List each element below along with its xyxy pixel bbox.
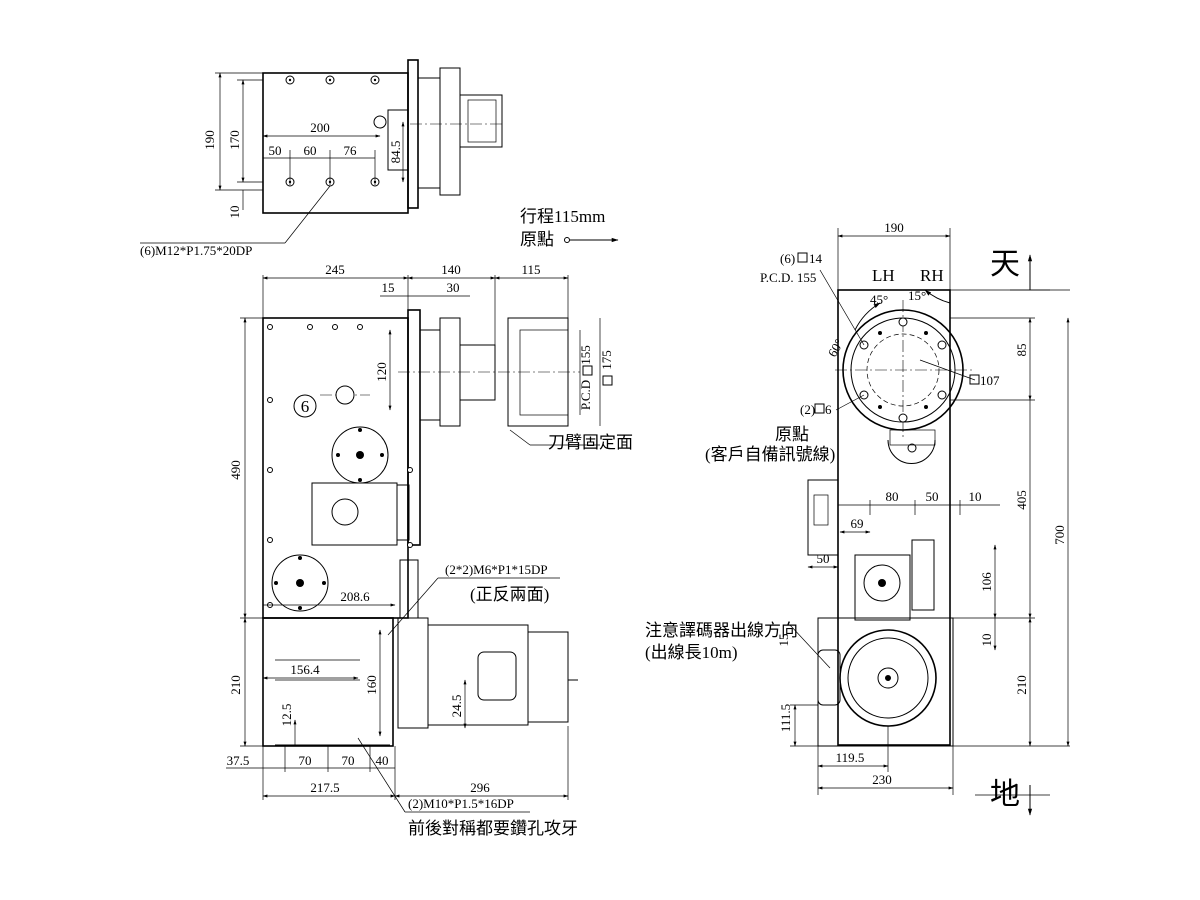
dim-69: 69 (851, 516, 864, 531)
holes-14-count: (6) (780, 251, 795, 266)
origin-label: 原點 (775, 425, 809, 444)
lh-label: LH (872, 266, 895, 285)
dim-155: 155 (578, 345, 593, 365)
dim-245: 245 (325, 262, 345, 277)
angle-45: 45° (870, 292, 888, 307)
dim-80: 80 (886, 489, 899, 504)
dim-15: 15 (382, 280, 395, 295)
dim-190: 190 (884, 220, 904, 235)
dim-10-side: 10 (979, 634, 994, 647)
drill-note: 前後對稱都要鑽孔攻牙 (408, 819, 578, 838)
dim-60: 60 (304, 143, 317, 158)
heaven-label: 天 (990, 248, 1020, 281)
dim-50-side: 50 (817, 551, 830, 566)
dim-50-top: 50 (926, 489, 939, 504)
customer-line: (客戶自備訊號線) (705, 445, 835, 464)
dim-160: 160 (364, 675, 379, 695)
dim-10-top: 10 (969, 489, 982, 504)
dim-70-a: 70 (299, 753, 312, 768)
dim-490: 490 (228, 460, 243, 480)
cable-length: (出線長10m) (645, 643, 738, 662)
dim-190: 190 (202, 130, 217, 150)
dim-24-5: 24.5 (449, 695, 464, 718)
holes-14-size: 14 (809, 251, 823, 266)
dim-296: 296 (470, 780, 490, 795)
front-view: 6 245 140 115 (226, 262, 633, 838)
travel-text: 行程115mm (520, 207, 605, 226)
origin-text: 原點 (520, 230, 554, 249)
sq-107: 107 (980, 373, 1000, 388)
dim-210-side: 210 (1014, 675, 1029, 695)
dim-119-5: 119.5 (836, 750, 865, 765)
dim-120: 120 (374, 362, 389, 382)
encoder-note: 注意譯碼器出線方向 (645, 621, 798, 640)
dim-156-4: 156.4 (290, 662, 320, 677)
dim-115: 115 (521, 262, 540, 277)
pcd-label: P.C.D (578, 380, 593, 410)
earth-label: 地 (990, 778, 1020, 811)
top-view: 190 170 200 50 60 76 84.5 10 (6)M12*P1.7… (140, 59, 505, 258)
dim-175: 175 (599, 350, 614, 370)
side-view: 190 (6) 14 P.C.D. 155 LH RH 45° 15° 60° … (645, 220, 1070, 816)
dim-230: 230 (872, 772, 892, 787)
dim-84-5: 84.5 (388, 141, 403, 164)
dim-170: 170 (227, 130, 242, 150)
m12-callout: (6)M12*P1.75*20DP (140, 243, 252, 258)
dim-37-5: 37.5 (227, 753, 250, 768)
dim-210: 210 (228, 675, 243, 695)
rh-label: RH (920, 266, 944, 285)
dim-30: 30 (447, 280, 460, 295)
dim-700: 700 (1052, 525, 1067, 545)
top-holes (285, 75, 387, 187)
dim-10: 10 (227, 206, 242, 219)
pcd-155: P.C.D. 155 (760, 270, 816, 285)
dim-85: 85 (1014, 344, 1029, 357)
holes-6-count: (2) (800, 402, 815, 417)
balloon-6: 6 (301, 397, 310, 416)
travel-label: 行程115mm 原點 (520, 207, 619, 249)
m6-callout: (2*2)M6*P1*15DP (445, 562, 548, 577)
dim-200: 200 (310, 120, 330, 135)
dim-15-side: 15 (776, 634, 791, 647)
dim-217-5: 217.5 (310, 780, 339, 795)
dim-140: 140 (441, 262, 461, 277)
dim-70-b: 70 (342, 753, 355, 768)
arm-face-label: 刀臂固定面 (548, 433, 633, 452)
m10-callout: (2)M10*P1.5*16DP (408, 796, 514, 811)
dim-50: 50 (269, 143, 282, 158)
dim-40: 40 (376, 753, 389, 768)
angle-15: 15° (908, 288, 926, 303)
dim-106: 106 (979, 572, 994, 592)
dim-111-5: 111.5 (778, 704, 793, 732)
holes-6-size: 6 (825, 402, 832, 417)
angle-60: 60° (825, 336, 847, 359)
dim-405: 405 (1014, 490, 1029, 510)
dim-12-5: 12.5 (279, 704, 294, 727)
dim-208-6: 208.6 (340, 589, 370, 604)
both-sides-note: (正反兩面) (470, 585, 549, 604)
dim-76: 76 (344, 143, 358, 158)
